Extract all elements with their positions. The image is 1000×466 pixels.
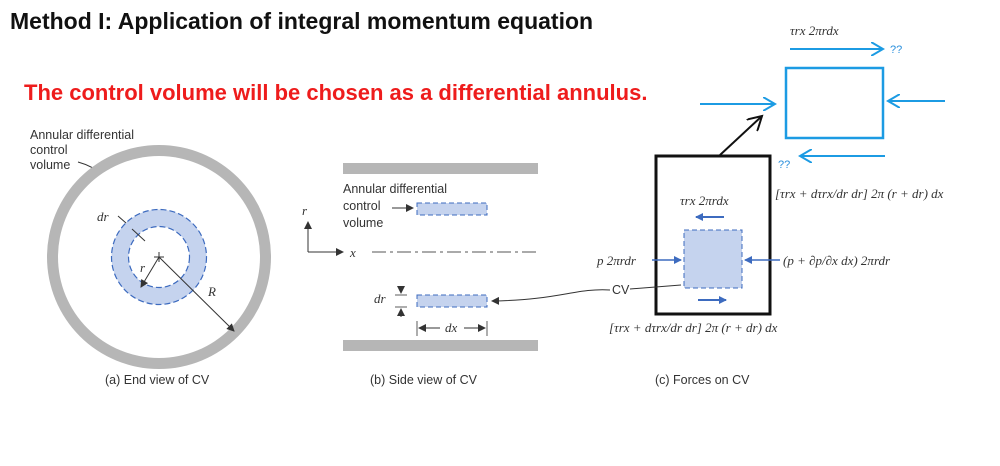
highlight-box [654,154,772,316]
bottom-shear-label: [τrx + dτrx/dr dr] 2π (r + dr) dx [609,320,778,335]
cv-label-leader [629,284,682,290]
top-shear-label: τrx 2πrdx [680,193,729,208]
side-dx-label: dx [445,320,458,335]
side-cv-lower [416,294,488,308]
end-dr-leader-2 [131,228,146,242]
end-view-label-1: Annular differential [30,128,134,142]
side-view: Annular differential control volume r x … [302,163,611,387]
radius-r-label: r [140,260,146,275]
end-view: Annular differential control volume r R … [30,128,271,387]
sketch-unknown-bottom: ?? [778,159,790,171]
cv-pointer-arrow [491,289,611,305]
pipe-wall-bottom [343,340,538,351]
pipe-wall-top [343,163,538,174]
side-view-label-2: control [343,199,381,213]
side-view-label-1: Annular differential [343,182,447,196]
side-view-label-3: volume [343,216,383,230]
right-pressure-label: (p + ∂p/∂x dx) 2πrdr [783,253,891,268]
end-view-caption: (a) End view of CV [105,373,210,387]
page-subtitle: The control volume will be chosen as a d… [24,80,648,105]
radius-R-arrow [158,256,235,332]
hand-sketch: τrx 2πrdx ?? ?? [700,23,945,171]
sketch-unknown-top: ?? [890,44,902,56]
sketch-cv-box [784,66,885,140]
annulus-cv [111,209,207,305]
left-pressure-label: p 2πrdr [596,253,637,268]
sketch-pointer-arrow [719,116,762,156]
forces-view: τrx 2πrdx p 2πrdr CV (p + ∂p/∂x dx) 2πrd… [596,154,944,387]
cv-label: CV [612,283,630,297]
side-cv-upper [416,202,488,216]
force-cv [683,229,743,289]
radius-r-arrow [140,256,160,288]
r-axis-label: r [302,203,308,218]
radius-R-label: R [207,284,216,299]
end-view-label-2: control [30,143,68,157]
sketch-top-label: τrx 2πrdx [790,23,839,38]
annulus-outer-edge [110,208,208,306]
page-title: Method I: Application of integral moment… [10,8,594,34]
forces-caption: (c) Forces on CV [655,373,750,387]
annulus-inner-edge [127,225,191,289]
end-view-label-3: volume [30,158,70,172]
end-dr-label: dr [97,209,110,224]
end-dr-leader-1 [117,215,127,224]
x-axis-label: x [349,245,356,260]
side-view-caption: (b) Side view of CV [370,373,478,387]
side-dr-label: dr [374,291,387,306]
right-shear-label: [τrx + dτrx/dr dr] 2π (r + dr) dx [775,186,944,201]
